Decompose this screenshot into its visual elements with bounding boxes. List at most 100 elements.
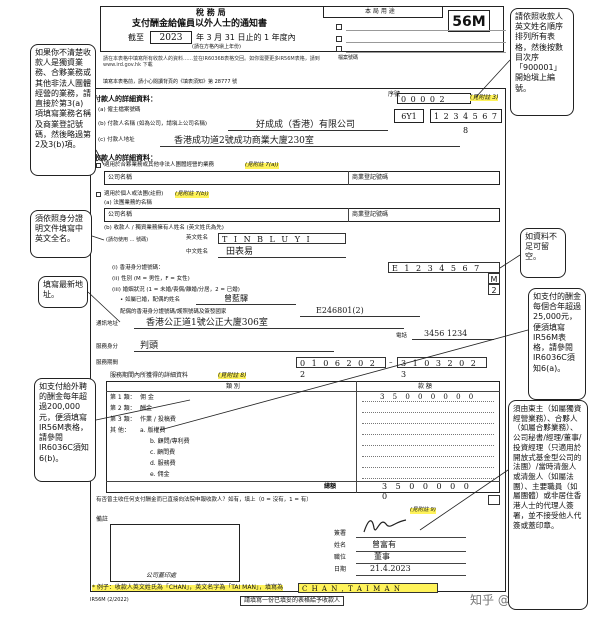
tel-label: 電話	[396, 333, 408, 339]
sex-label: (ii) 性別 (M = 男性，F = 女性)	[112, 276, 190, 282]
capacity-value[interactable]: 判頭	[140, 341, 159, 351]
payee-heading: 收款人的詳細資料：	[94, 154, 157, 162]
spouse-id-value[interactable]: E246801(2)	[316, 306, 364, 315]
form-title: 支付酬金給僱員以外人士的通知書	[132, 19, 268, 29]
income-row-amount[interactable]: 3 5 0 0 0 0 0 0	[362, 393, 494, 402]
period-note: (請在方格內塡上年份)	[192, 44, 241, 50]
callout-right-2: 如資料不足可留空。	[520, 228, 566, 278]
office-use-box	[323, 6, 443, 18]
spouse-label: • 如屬已婚，配偶的姓名	[120, 297, 180, 303]
footer-example-boxes: C H A N , T A I M A N	[298, 583, 438, 593]
ref-prefix[interactable]: 6Y1	[394, 109, 424, 123]
income-row-label: 第 1 類：	[110, 394, 136, 401]
remarks-label: 備註	[96, 516, 109, 523]
income-row-desc: d. 服務費	[150, 460, 176, 467]
income-row-amount[interactable]	[362, 459, 494, 468]
office-checkbox[interactable]	[336, 24, 342, 30]
marital-value[interactable]: 2	[488, 284, 500, 295]
income-row-desc: a. 版權費	[140, 427, 166, 434]
income-row-label: 第 2 類：	[110, 405, 136, 412]
footer-code: IR56M (2/2022)	[90, 597, 129, 603]
eng-name-value[interactable]: T I N B L U Y I	[218, 233, 346, 244]
opt2-checkbox[interactable]	[96, 192, 101, 197]
callout-right-3: 如支付的酬金每個合年超過25,000元，便須填寫IR56M表格，請參閱IR603…	[528, 288, 586, 400]
income-row-desc: e. 佣金	[150, 471, 170, 478]
income-row-desc: 酬金	[140, 405, 153, 412]
payer-name-value[interactable]: 好成成（香港）有限公司	[256, 120, 356, 130]
callout-left-4: 如支付給外聘的酬金每年超過200,000元，便須填寫IR56M表格，請參閱IR6…	[34, 378, 96, 482]
income-row-amount[interactable]	[362, 426, 494, 435]
sex-value[interactable]: M	[488, 273, 500, 284]
opt1-label: 適用於合夥業務或其他非法人團體經營的業務	[104, 162, 215, 168]
period-to[interactable]: 3 1 0 3 2 0 2 3	[397, 357, 487, 379]
payee-addr-value[interactable]: 香港公正道1號公正大廈306室	[146, 318, 268, 328]
hkid-label: (i) 香港身分證號碼：	[112, 265, 164, 271]
office-checkbox[interactable]	[336, 36, 342, 42]
period-from[interactable]: 0 1 0 6 2 0 2 2	[296, 357, 386, 379]
sub-a-label: (a) 法團業務的名稱	[104, 200, 152, 206]
opt2-note: (見附註 7(b))	[175, 191, 209, 198]
callout-left-1: 如果你不清楚收款人是獨資業務、合夥業務或其他非法人團體經營的業務，請直接於第3(…	[30, 44, 96, 176]
income-heading: 服務期間內所獲得的詳細資料	[110, 372, 189, 379]
dept-title: 稅 務 局	[196, 8, 226, 17]
q8-text: 有否曾主收任何支付酬金而已直接向法院申報收款人？如有，填上（0 = 沒有，1 =…	[96, 497, 312, 503]
sign-name-label: 姓名	[334, 542, 347, 549]
payer-addr-value[interactable]: 香港成功道2號成功商業大廈230室	[174, 136, 314, 146]
br-label: 商業登記號碼	[352, 174, 389, 181]
income-row-desc: b. 顧問/專利費	[150, 438, 190, 445]
payee-addr-label: 通訊地址	[96, 321, 119, 327]
payer-emp-label: (a) 僱主檔案號碼	[98, 107, 141, 113]
sheet-no-label: 序號	[388, 91, 401, 98]
chi-name-value[interactable]: 田表易	[226, 247, 254, 257]
stamp-label: 公司蓋印處	[146, 572, 177, 579]
eng-name-hint: 英文姓名	[186, 235, 209, 241]
ref-digits[interactable]: 1 2 3 4 5 6 7 8	[430, 109, 502, 135]
office-use-label: 本 局 用 途	[365, 8, 395, 15]
file-no-label: 檔案號碼	[338, 55, 359, 61]
office-checkbox[interactable]	[336, 46, 342, 52]
sign-name-value[interactable]: 曾富有	[372, 540, 396, 549]
income-row-amount[interactable]	[362, 470, 494, 479]
payer-addr-label: (c) 付款人地址	[98, 137, 135, 143]
co-name-label: 公司名稱	[108, 174, 133, 181]
total-value[interactable]: 3 5 0 0 0 0 0 0	[382, 482, 472, 501]
sign-title-label: 職位	[334, 554, 347, 561]
footer-bottom: 請填寫一份已填妥的表格給予收款人	[240, 596, 345, 606]
form-code: 56M	[448, 10, 490, 32]
callout-right-4: 須由東主（如屬獨資經營業務）、合夥人（如屬合夥業務）、公司秘書/經理/董事/投資…	[508, 400, 588, 610]
sign-title-value[interactable]: 董事	[374, 552, 390, 561]
q8-note: (見附註 9)	[410, 507, 437, 514]
sign-label: 簽署	[334, 530, 347, 537]
income-row-desc: c. 顧問費	[150, 449, 176, 456]
year-box[interactable]: 2023	[150, 31, 192, 44]
q8-box[interactable]	[488, 495, 500, 505]
tel-value[interactable]: 3456 1234	[424, 329, 468, 338]
period-prefix: 截至	[128, 33, 144, 42]
opt2-label: 適用於個人或法團(註冊)	[104, 191, 164, 197]
sub-b-label: (b) 收款人 / 獨資業務擁有人姓名 (英文姓氏為先)	[104, 225, 224, 231]
period-suffix: 年 3 月 31 日止的 1 年度內	[196, 33, 296, 42]
spouse-value[interactable]: 曾藍驛	[224, 294, 248, 303]
corp-name-box[interactable]	[104, 208, 500, 222]
payer-name-label: (b) 付款人名稱 (如為公司，請塡上公司名稱)	[98, 121, 208, 127]
col-amount: 款 額	[418, 383, 432, 390]
income-row-amount[interactable]	[362, 448, 494, 457]
corp-name-label: 公司名稱	[108, 211, 133, 218]
stamp-box	[110, 524, 240, 582]
income-row-amount[interactable]	[362, 437, 494, 446]
co-name-box[interactable]	[104, 171, 500, 185]
income-heading-note: (見附註 8)	[218, 372, 247, 379]
sign-date-value[interactable]: 21.4.2023	[370, 564, 411, 573]
income-row-amount[interactable]	[362, 404, 494, 413]
sheet-no-note: (見附註 3)	[470, 94, 499, 101]
col-type: 類 別	[226, 383, 240, 390]
hkid-value[interactable]: E 1 2 3 4 5 6 7	[388, 262, 500, 273]
opt1-note: (見附註 7(a))	[245, 162, 279, 169]
footer-example: * 例子：收款人英文姓氏為「CHAN」，英文名字為「TAI MAN」，填寫為	[92, 584, 283, 591]
chi-name-hint: 中文姓名	[186, 249, 209, 255]
opt1-checkbox[interactable]	[96, 163, 101, 168]
spouse-id-label: 配偶的香港身分證號碼/護照號碼及簽發國家	[120, 309, 227, 315]
corp-br-label: 商業登記號碼	[352, 211, 389, 218]
period-label: 服務期間	[96, 360, 119, 366]
income-row-amount[interactable]	[362, 415, 494, 424]
